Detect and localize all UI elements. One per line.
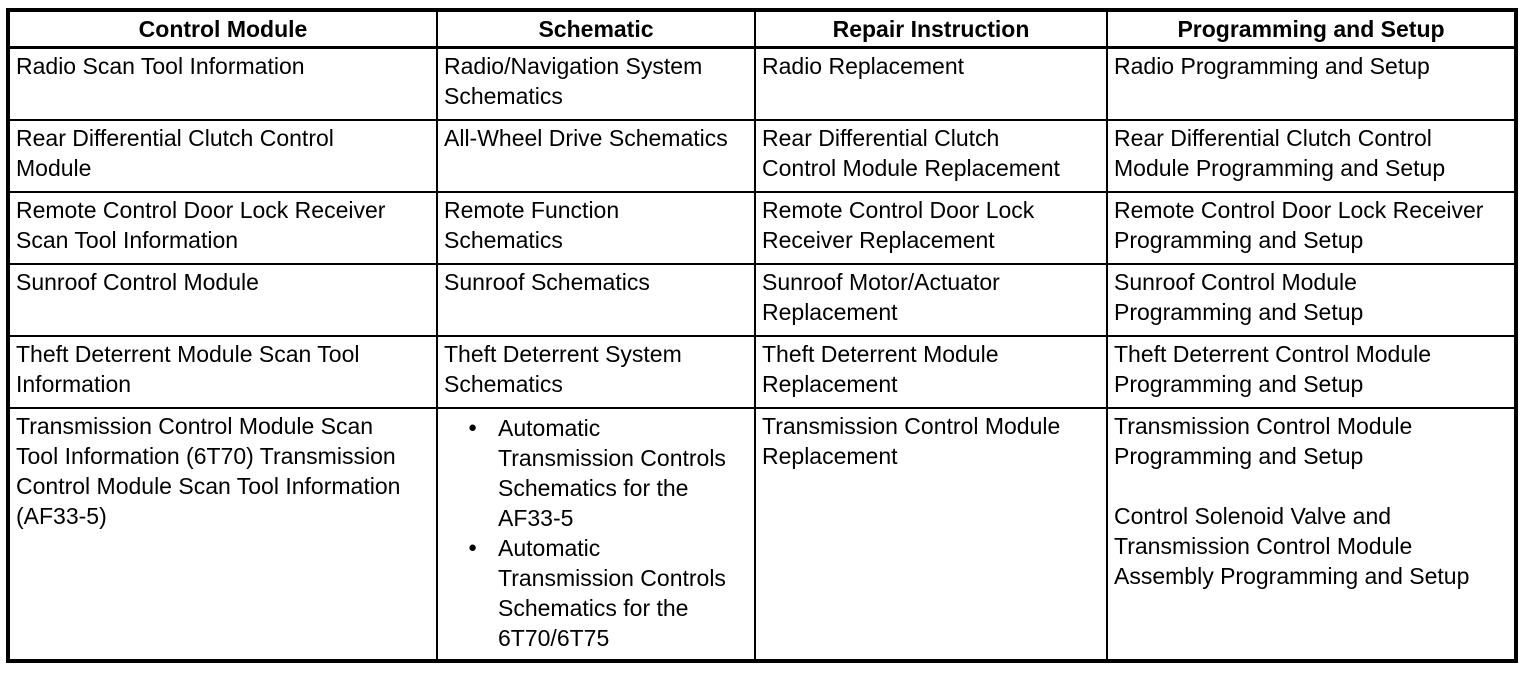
cell-schematic: ● Automatic Transmission Controls Schema… [436, 406, 756, 662]
cell-programming-setup: Theft Deterrent Control Module Programmi… [1106, 334, 1517, 409]
bullet-icon: ● [468, 418, 478, 436]
cell-repair-instruction: Radio Replacement [754, 46, 1108, 121]
table-row-theft-deterrent: Theft Deterrent Module Scan Tool Informa… [7, 334, 1517, 409]
cell-control-module: Remote Control Door Lock Receiver Scan T… [7, 190, 438, 265]
control-module-reference-table: Control Module Schematic Repair Instruct… [6, 8, 1518, 663]
cell-repair-instruction: Remote Control Door Lock Receiver Replac… [754, 190, 1108, 265]
cell-schematic: Sunroof Schematics [436, 262, 756, 337]
cell-schematic: Radio/Navigation System Schematics [436, 46, 756, 121]
programming-setup-paragraph: Transmission Control Module Programming … [1114, 412, 1413, 469]
table-header: Control Module Schematic Repair Instruct… [7, 9, 1517, 49]
col-header-repair-instruction: Repair Instruction [754, 9, 1108, 49]
cell-repair-instruction: Transmission Control Module Replacement [754, 406, 1108, 662]
cell-control-module: Radio Scan Tool Information [7, 46, 438, 121]
table-row-remote-door-lock: Remote Control Door Lock Receiver Scan T… [7, 190, 1517, 265]
table-row-rear-differential: Rear Differential Clutch Control Module … [7, 118, 1517, 193]
schematic-bullet-list: ● Automatic Transmission Controls Schema… [444, 413, 740, 653]
cell-control-module: Sunroof Control Module [7, 262, 438, 337]
table-row-sunroof: Sunroof Control Module Sunroof Schematic… [7, 262, 1517, 337]
cell-repair-instruction: Theft Deterrent Module Replacement [754, 334, 1108, 409]
cell-control-module: Transmission Control Module Scan Tool In… [7, 406, 438, 662]
table-row-transmission: Transmission Control Module Scan Tool In… [7, 406, 1517, 662]
cell-programming-setup: Sunroof Control Module Programming and S… [1106, 262, 1517, 337]
cell-programming-setup: Radio Programming and Setup [1106, 46, 1517, 121]
cell-repair-instruction: Sunroof Motor/Actuator Replacement [754, 262, 1108, 337]
programming-setup-paragraph: Control Solenoid Valve and Transmission … [1114, 502, 1470, 589]
cell-programming-setup: Rear Differential Clutch Control Module … [1106, 118, 1517, 193]
list-item-text: Automatic Transmission Controls Schemati… [498, 534, 726, 651]
list-item-text: Automatic Transmission Controls Schemati… [498, 414, 726, 531]
cell-programming-setup: Transmission Control Module Programming … [1106, 406, 1517, 662]
col-header-control-module: Control Module [7, 9, 438, 49]
cell-schematic: All-Wheel Drive Schematics [436, 118, 756, 193]
bullet-icon: ● [468, 538, 478, 556]
col-header-programming-setup: Programming and Setup [1106, 9, 1517, 49]
table-body: Radio Scan Tool Information Radio/Naviga… [7, 46, 1517, 662]
cell-control-module: Rear Differential Clutch Control Module [7, 118, 438, 193]
cell-schematic: Remote Function Schematics [436, 190, 756, 265]
cell-schematic: Theft Deterrent System Schematics [436, 334, 756, 409]
cell-repair-instruction: Rear Differential Clutch Control Module … [754, 118, 1108, 193]
table-row-radio: Radio Scan Tool Information Radio/Naviga… [7, 46, 1517, 121]
list-item: ● Automatic Transmission Controls Schema… [468, 533, 740, 653]
list-item: ● Automatic Transmission Controls Schema… [468, 413, 740, 533]
cell-programming-setup: Remote Control Door Lock Receiver Progra… [1106, 190, 1517, 265]
col-header-schematic: Schematic [436, 9, 756, 49]
cell-control-module: Theft Deterrent Module Scan Tool Informa… [7, 334, 438, 409]
header-row: Control Module Schematic Repair Instruct… [7, 9, 1517, 49]
